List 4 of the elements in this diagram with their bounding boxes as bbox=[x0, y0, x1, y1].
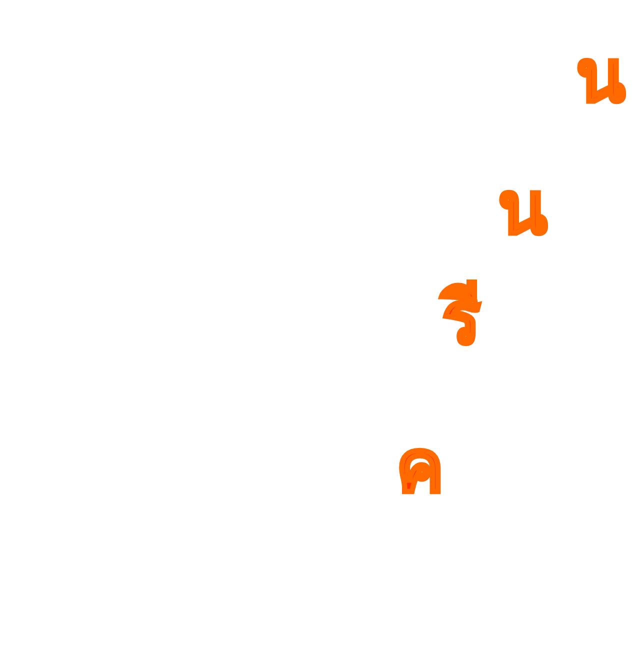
thai-letter: น bbox=[576, 40, 625, 112]
thai-letter: รี bbox=[442, 282, 481, 354]
thai-letter: น bbox=[498, 172, 547, 244]
thai-letter: ค bbox=[396, 430, 444, 502]
